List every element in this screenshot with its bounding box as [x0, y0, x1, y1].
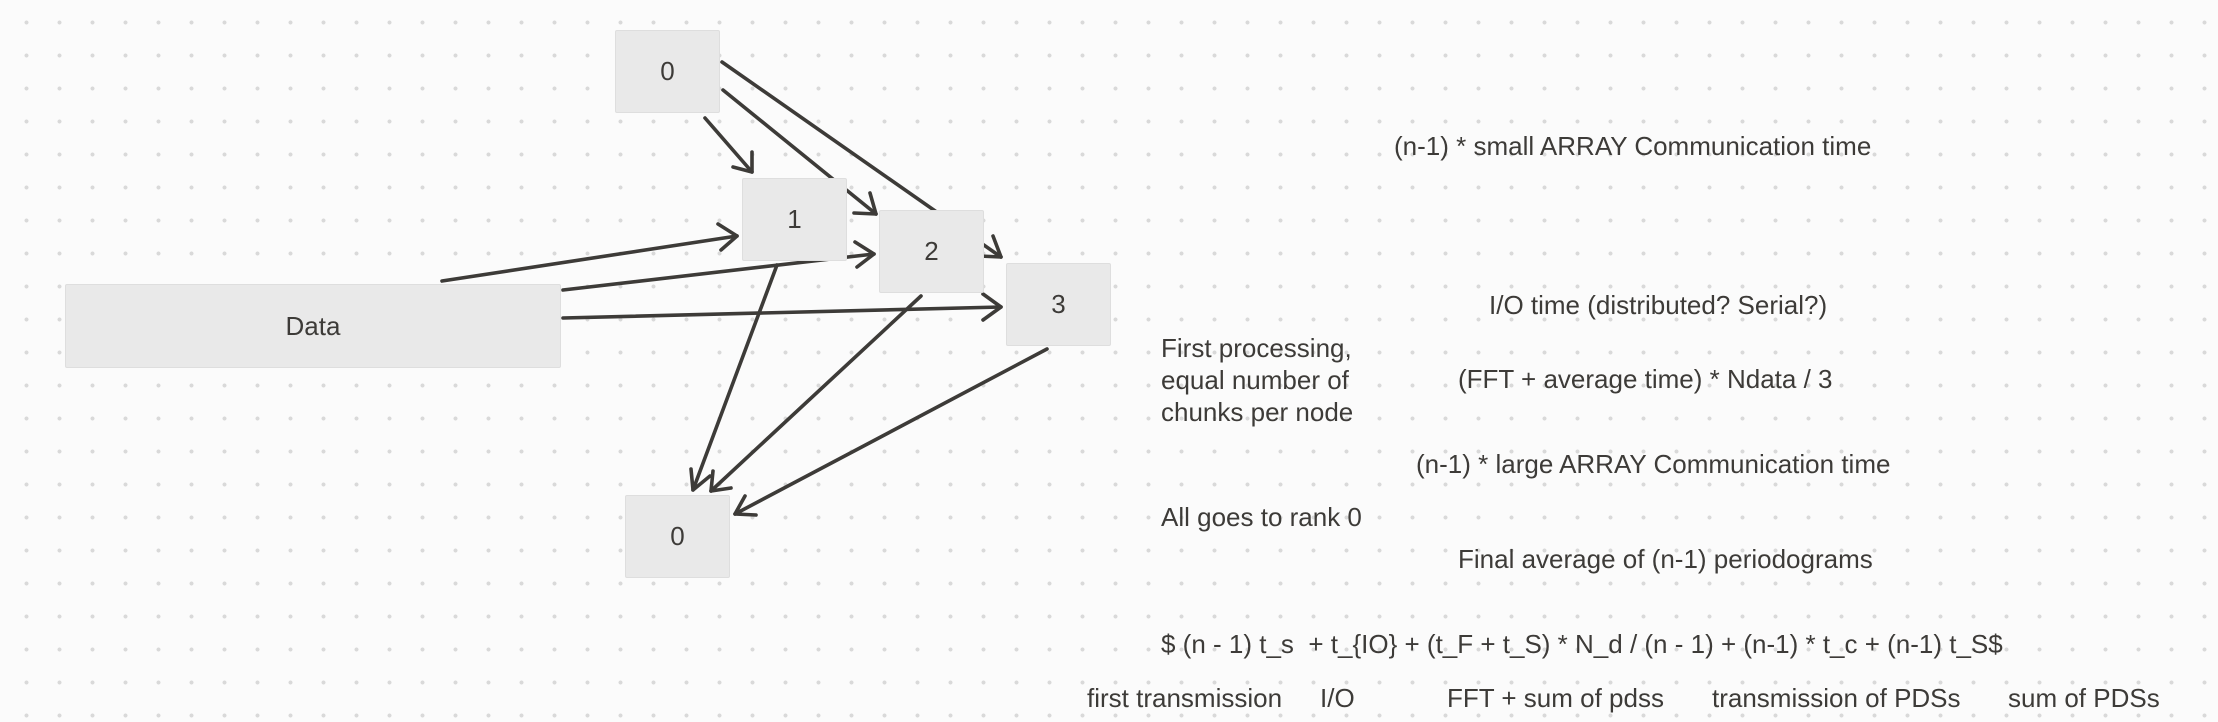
legend-io[interactable]: I/O [1320, 683, 1355, 713]
annotation-fft-time[interactable]: (FFT + average time) * Ndata / 3 [1458, 364, 1833, 394]
annotation-large-array[interactable]: (n-1) * large ARRAY Communication time [1416, 449, 1891, 479]
arrow-2-to-bot0 [709, 294, 923, 493]
node-label: 2 [924, 236, 939, 266]
annotation-formula[interactable]: $ (n - 1) t_s + t_{IO} + (t_F + t_S) * N… [1161, 629, 2003, 659]
node-rank0-top[interactable]: 0 [615, 30, 720, 113]
node-rank0-bottom[interactable]: 0 [625, 495, 730, 578]
legend-transmission-pdss[interactable]: transmission of PDSs [1712, 683, 1961, 713]
arrow-3-to-bot0 [733, 347, 1049, 517]
arrow-data-to-1 [440, 222, 739, 283]
legend-sum-pdss[interactable]: sum of PDSs [2008, 683, 2160, 713]
annotation-final-average[interactable]: Final average of (n-1) periodograms [1458, 544, 1873, 574]
legend-fft-sum[interactable]: FFT + sum of pdss [1447, 683, 1664, 713]
node-rank3[interactable]: 3 [1006, 263, 1111, 346]
node-label: 1 [787, 204, 802, 234]
annotation-io-time[interactable]: I/O time (distributed? Serial?) [1489, 290, 1828, 320]
arrow-top0-to-2 [721, 88, 878, 216]
arrow-1-to-bot0 [689, 263, 779, 492]
node-rank2[interactable]: 2 [879, 210, 984, 293]
node-label: 0 [670, 521, 685, 551]
arrow-top0-to-1 [703, 116, 754, 174]
node-rank1[interactable]: 1 [742, 178, 847, 261]
legend-first-transmission[interactable]: first transmission [1087, 683, 1283, 713]
annotation-small-array[interactable]: (n-1) * small ARRAY Communication time [1394, 131, 1872, 161]
node-data[interactable]: Data [65, 284, 561, 368]
node-label: 3 [1051, 289, 1066, 319]
annotation-all-rank0[interactable]: All goes to rank 0 [1161, 502, 1362, 532]
arrow-data-to-3 [561, 292, 1003, 322]
node-label: Data [285, 310, 341, 341]
node-label: 0 [660, 56, 675, 86]
annotation-first-processing[interactable]: First processing, equal number of chunks… [1161, 333, 1354, 427]
